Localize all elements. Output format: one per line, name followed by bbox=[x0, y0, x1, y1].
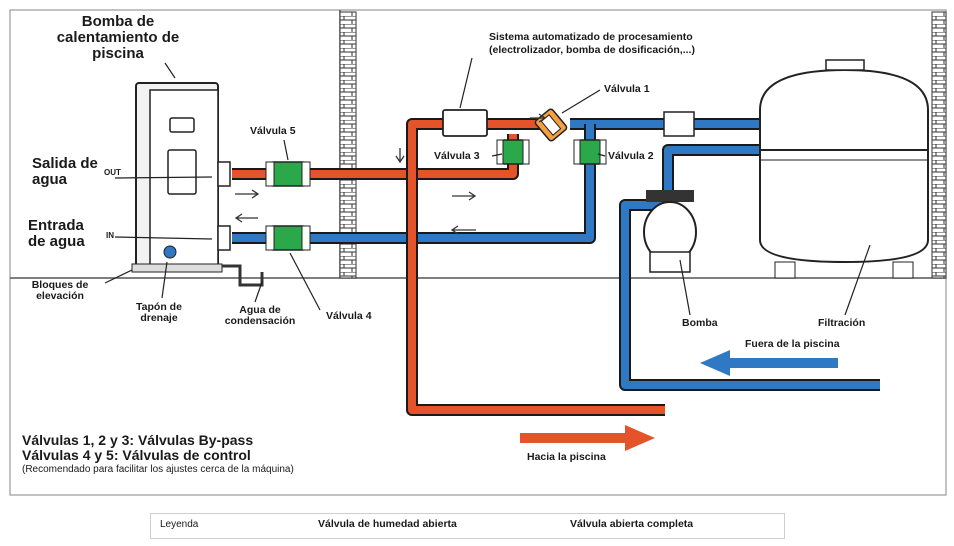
valve-3[interactable] bbox=[496, 139, 530, 165]
pump-label: Bomba bbox=[682, 317, 718, 329]
valve-5-label: Válvula 5 bbox=[250, 125, 296, 137]
valve-4-label: Válvula 4 bbox=[326, 310, 372, 322]
condensation-pipe bbox=[222, 264, 264, 287]
valve-4[interactable] bbox=[265, 225, 311, 251]
raise-blocks bbox=[131, 263, 223, 273]
system-title: Sistema automatizado de procesamiento bbox=[489, 31, 693, 43]
filter-tank bbox=[759, 59, 929, 279]
valve-2[interactable] bbox=[573, 139, 607, 165]
brick-wall-left bbox=[339, 11, 357, 279]
pipe-junction bbox=[663, 111, 695, 137]
system-subtitle: (electrolizador, bomba de dosificación,.… bbox=[489, 44, 695, 56]
valve-3-label: Válvula 3 bbox=[434, 150, 480, 162]
out-tag: OUT bbox=[104, 168, 121, 177]
leader-lines bbox=[104, 57, 871, 316]
heat-pump-title: Bomba de calentamiento de piscina bbox=[56, 13, 180, 62]
notes-line-1: Válvulas 1, 2 y 3: Válvulas By-pass bbox=[22, 432, 254, 448]
condensation-label: Agua de condensación bbox=[224, 304, 296, 328]
valve-5[interactable] bbox=[265, 161, 311, 187]
notes-line-2: Válvulas 4 y 5: Válvulas de control bbox=[22, 447, 251, 463]
flow-arrows bbox=[234, 113, 838, 451]
heat-pump-unit bbox=[131, 82, 231, 273]
raise-blocks-label: Bloques de elevación bbox=[31, 279, 89, 303]
brick-wall-right bbox=[931, 11, 947, 279]
pump bbox=[643, 190, 697, 273]
valve-1-label: Válvula 1 bbox=[604, 83, 650, 95]
legend-title: Leyenda bbox=[160, 519, 199, 530]
filter-label: Filtración bbox=[818, 317, 866, 329]
to-pool-label: Hacia la piscina bbox=[527, 451, 606, 463]
water-out-label: Salida de agua bbox=[32, 155, 98, 188]
water-in-label: Entrada de agua bbox=[28, 217, 85, 250]
in-tag: IN bbox=[106, 231, 114, 240]
pipe-from-pool bbox=[621, 201, 880, 389]
legend-full-label: Válvula abierta completa bbox=[570, 518, 694, 530]
legend-humid-label: Válvula de humedad abierta bbox=[318, 518, 457, 530]
automation-system-box bbox=[442, 109, 488, 137]
notes-line-3: (Recomendado para facilitar los ajustes … bbox=[22, 464, 294, 475]
drain-plug-label: Tapón de drenaje bbox=[136, 301, 182, 325]
legend bbox=[150, 513, 785, 539]
valve-2-label: Válvula 2 bbox=[608, 150, 654, 162]
pipe-pump-to-filter bbox=[664, 146, 760, 205]
drain-plug-icon bbox=[163, 245, 177, 259]
from-pool-label: Fuera de la piscina bbox=[745, 338, 840, 350]
